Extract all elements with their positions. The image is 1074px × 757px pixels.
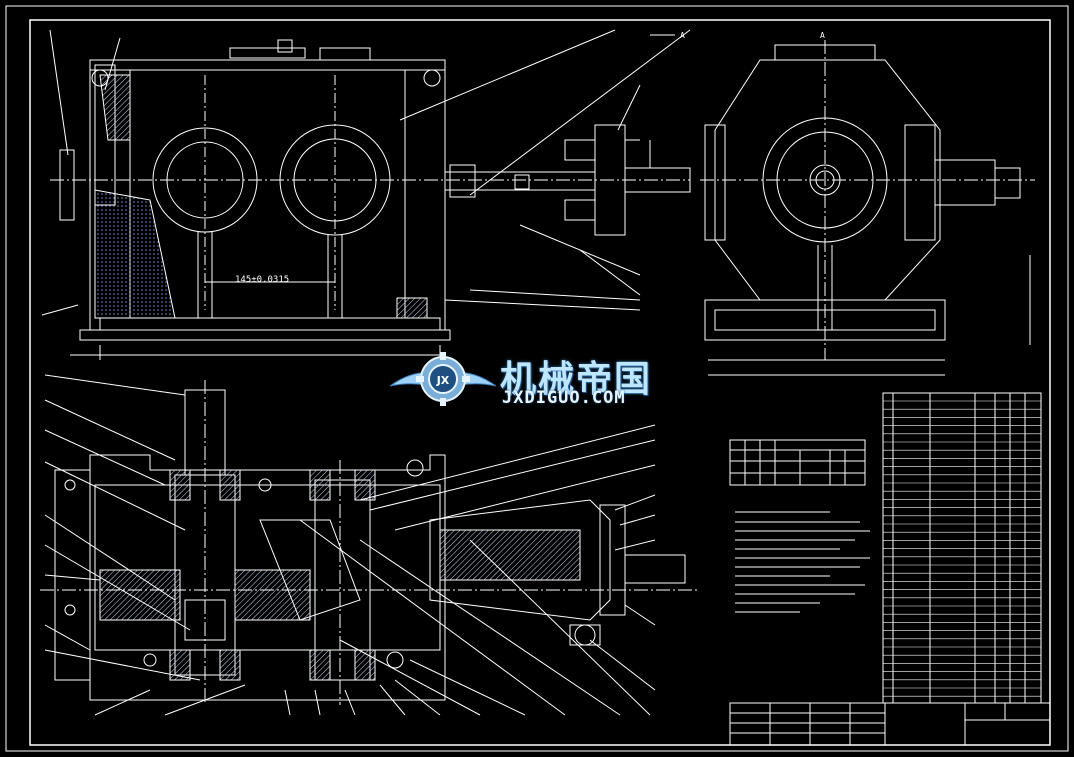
section-mark-right: A: [820, 31, 825, 40]
section-mark-left: A: [680, 31, 685, 40]
side-view: [700, 40, 1035, 376]
plan-section-view: [40, 374, 700, 716]
title-block: [729, 702, 1051, 746]
watermark: JX 机械帝国 JXDIGUO.COM: [388, 346, 688, 412]
technical-requirements-block: [735, 511, 870, 613]
svg-text:JX: JX: [436, 374, 450, 387]
parts-list-table: [882, 392, 1042, 704]
gear-parameter-table: [729, 439, 866, 486]
parts-list-rows: [883, 400, 1041, 697]
gear-wings-logo-icon: JX: [389, 352, 497, 406]
center-distance-label: 145±0.0315: [235, 275, 289, 285]
watermark-url: JXDIGUO.COM: [502, 388, 626, 408]
drawing-frame: [5, 5, 1069, 752]
watermark-title: 机械帝国: [500, 359, 653, 400]
front-view: [41, 29, 691, 360]
